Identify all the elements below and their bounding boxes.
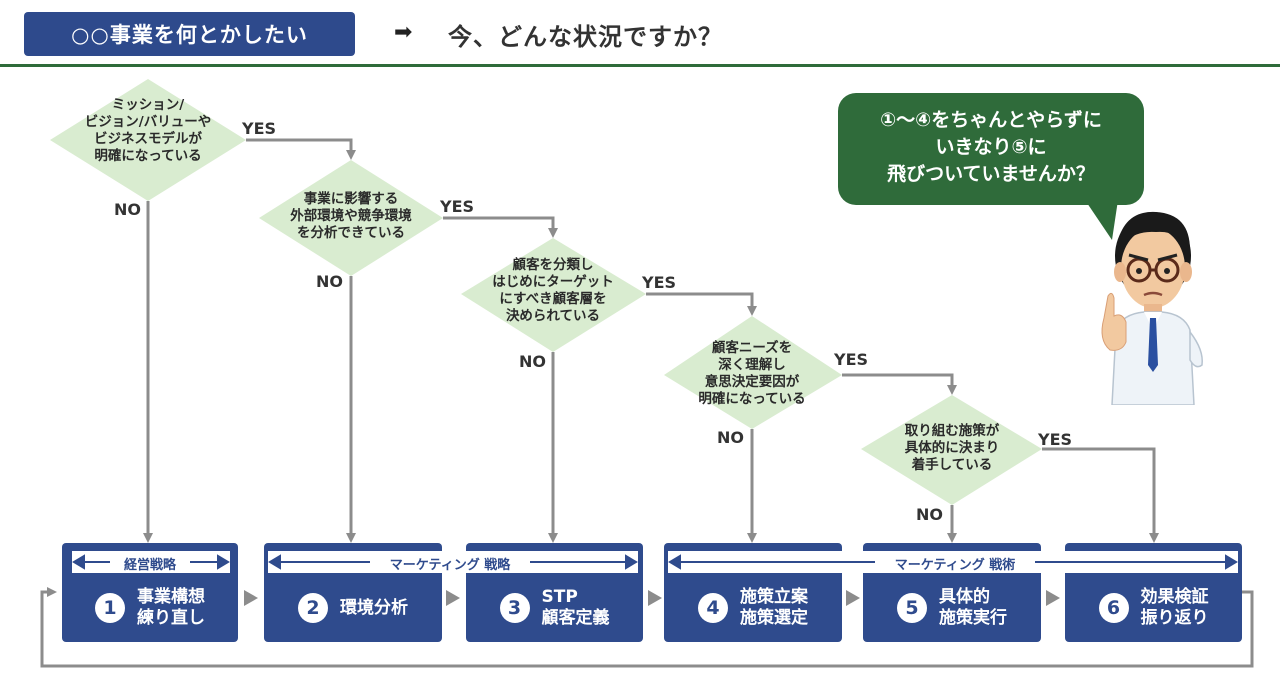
stage-number-5: 5 xyxy=(897,593,927,623)
feedback-loop xyxy=(40,587,1254,668)
decision-text-2: 事業に影響する外部環境や競争環境 を分析できている xyxy=(290,191,412,241)
no-label-5: NO xyxy=(916,505,943,524)
stage-number-1: 1 xyxy=(95,593,125,623)
yes-connector-2 xyxy=(443,216,558,238)
yes-connector-5 xyxy=(1042,447,1159,543)
yes-label-5: YES xyxy=(1038,430,1073,449)
stage-arrow-5-6 xyxy=(1046,590,1060,606)
decision-text-5: 取り組む施策が具体的に決まり 着手している xyxy=(904,423,1000,473)
no-label-1: NO xyxy=(114,200,141,219)
yes-connector-4 xyxy=(842,373,957,395)
decision-text-4: 顧客ニーズを深く理解し 意思決定要因が明確になっている xyxy=(698,340,806,407)
decision-diamond-1 xyxy=(50,79,246,201)
no-label-3: NO xyxy=(519,352,546,371)
no-label-4: NO xyxy=(717,428,744,447)
stage-arrow-3-4 xyxy=(648,590,662,606)
stage-number-6: 6 xyxy=(1098,593,1129,623)
header-divider xyxy=(0,64,1280,67)
consultant-illustration xyxy=(1101,211,1203,405)
stage-arrow-2-3 xyxy=(446,590,460,606)
stage-arrow-1-2 xyxy=(244,590,258,606)
stage-number-2: 2 xyxy=(298,593,328,623)
yes-label-4: YES xyxy=(834,350,869,369)
yes-label-2: YES xyxy=(440,197,475,216)
speech-bubble-text: ①～④をちゃんとやらずに いきなり⑤に 飛びついていませんか？ xyxy=(880,109,1102,185)
band-label-management-strategy: 経営戦略 xyxy=(110,554,190,573)
yes-label-1: YES xyxy=(242,119,277,138)
right-arrow-icon: ➡ xyxy=(394,20,413,45)
speech-bubble xyxy=(838,93,1144,205)
no-label-2: NO xyxy=(316,272,343,291)
band-label-marketing-tactics: マーケティング 戦術 xyxy=(875,554,1035,573)
decision-diamond-5 xyxy=(861,395,1042,505)
decision-text-1: ミッション/ビジョン/バリューや ビジネスモデルが明確になっている xyxy=(84,97,212,164)
decision-diamond-2 xyxy=(259,160,443,276)
stage-arrow-4-5 xyxy=(846,590,860,606)
stage-number-3: 3 xyxy=(499,593,530,623)
stage-number-4: 4 xyxy=(698,593,728,623)
decision-diamond-4 xyxy=(664,316,842,429)
yes-label-3: YES xyxy=(642,273,677,292)
yes-connector-1 xyxy=(246,138,356,160)
page-title: ○○事業を何とかしたい xyxy=(24,12,355,56)
decision-text-3: 顧客を分類しはじめにターゲット にすべき顧客層を決められている xyxy=(492,257,614,324)
band-label-marketing-strategy: マーケティング 戦略 xyxy=(370,554,530,573)
decision-diamond-3 xyxy=(461,238,646,352)
yes-connector-3 xyxy=(646,292,757,316)
header-question: 今、どんな状況ですか？ xyxy=(448,23,723,51)
